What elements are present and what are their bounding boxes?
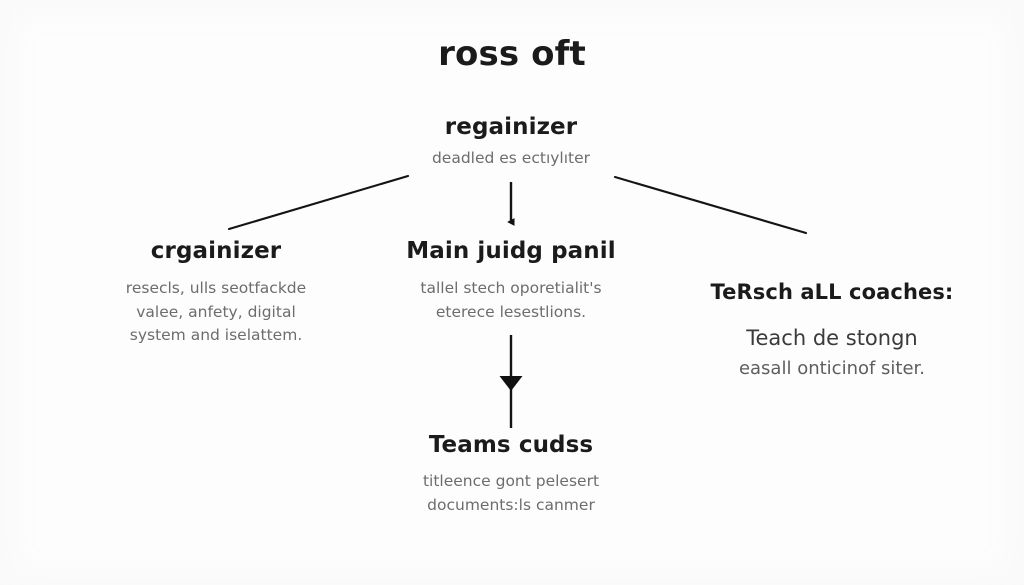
- node-bottom-title: Teams cudss: [428, 432, 594, 458]
- node-left-description: resecls, ulls seotfackde valee, anfety, …: [42, 277, 390, 348]
- node-right-description-line: easall onticinof siter.: [738, 357, 926, 379]
- node-bottom-description: titleence gont pelesert documents:ls can…: [330, 470, 692, 517]
- node-right-title: TeRsch aLL coaches:: [710, 280, 954, 304]
- node-root[interactable]: regainizer deadled es ectıylıter: [296, 114, 726, 171]
- node-bottom[interactable]: Teams cudss titleence gont pelesert docu…: [330, 432, 692, 517]
- node-center-description-line: eterece lesestlions.: [435, 302, 587, 321]
- node-left-description-line: valee, anfety, digital: [136, 302, 296, 321]
- node-left[interactable]: crgainizer resecls, ulls seotfackde vale…: [42, 238, 390, 348]
- diagram-title-text: ross oft: [438, 34, 586, 74]
- node-left-description-line: resecls, ulls seotfackde: [125, 279, 307, 297]
- node-center-title: Main juidg panil: [406, 238, 616, 264]
- node-right-description-line: Teach de stongn: [746, 325, 918, 350]
- node-left-title: crgainizer: [150, 238, 282, 264]
- diagram-title: ross oft: [262, 34, 762, 74]
- edge-center-to-bottom-arrowhead: [499, 376, 523, 391]
- node-right-description: Teach de stongn easall onticinof siter.: [672, 323, 992, 382]
- node-bottom-description-line: documents:ls canmer: [427, 495, 595, 514]
- node-root-description-line: deadled es ectıylıter: [431, 149, 591, 167]
- node-left-description-line: system and iselattem.: [129, 326, 303, 345]
- node-center-description-line: tallel stech oporetialit's: [420, 279, 602, 297]
- node-root-title: regainizer: [444, 114, 578, 140]
- edge-root-to-right: [613, 175, 808, 235]
- node-center-description: tallel stech oporetialit's eterece leses…: [330, 277, 692, 324]
- node-center[interactable]: Main juidg panil tallel stech oporetiali…: [330, 238, 692, 324]
- node-root-description: deadled es ectıylıter: [296, 147, 726, 171]
- node-right[interactable]: TeRsch aLL coaches: Teach de stongn easa…: [672, 278, 992, 382]
- edge-root-to-left: [227, 174, 410, 231]
- node-bottom-description-line: titleence gont pelesert: [422, 472, 600, 490]
